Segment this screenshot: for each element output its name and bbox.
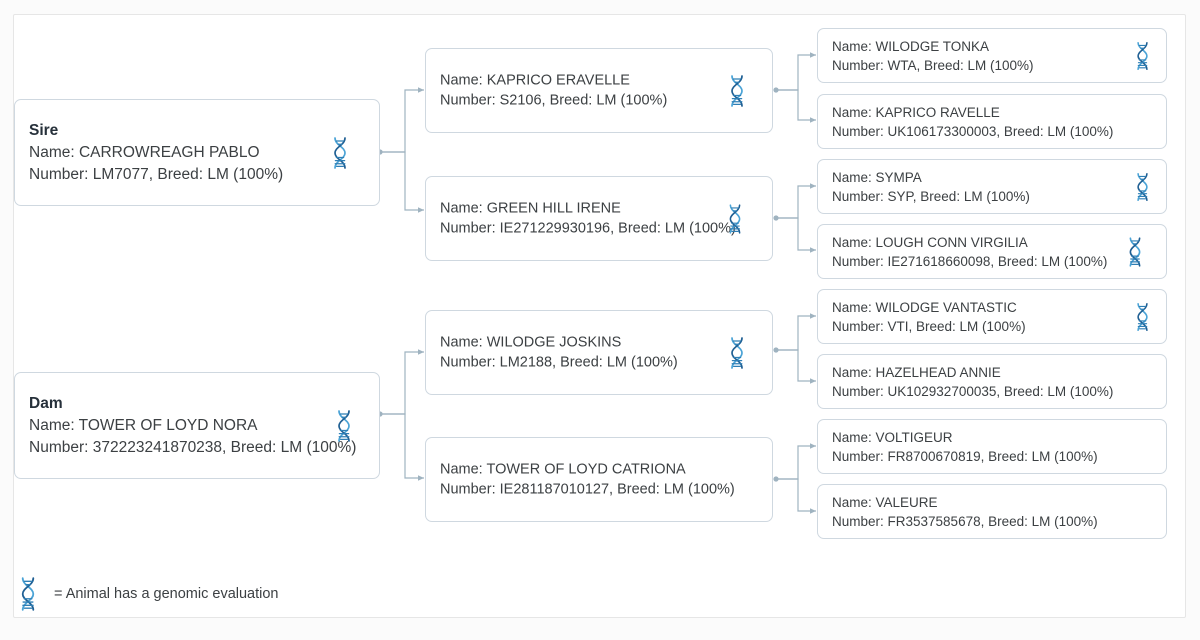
node-number-line: Number: S2106, Breed: LM (100%) — [440, 92, 668, 109]
pedigree-node-dam-sire[interactable]: Name: WILODGE JOSKINS Number: LM2188, Br… — [425, 310, 773, 395]
node-text: Name: WILODGE JOSKINS Number: LM2188, Br… — [440, 332, 678, 373]
node-name-line: Name: TOWER OF LOYD NORA — [29, 416, 258, 434]
node-text: Sire Name: CARROWREAGH PABLO Number: LM7… — [29, 120, 283, 186]
node-text: Name: HAZELHEAD ANNIE Number: UK10293270… — [832, 362, 1113, 400]
node-text: Name: LOUGH CONN VIRGILIA Number: IE2716… — [832, 232, 1107, 270]
dna-helix-icon — [1129, 237, 1141, 267]
pedigree-node-dam-dam[interactable]: Name: TOWER OF LOYD CATRIONA Number: IE2… — [425, 437, 773, 522]
node-number-line: Number: SYP, Breed: LM (100%) — [832, 188, 1030, 204]
dna-helix-icon — [334, 136, 346, 169]
node-name-line: Name: VOLTIGEUR — [832, 429, 953, 445]
pedigree-node-ds-dam[interactable]: Name: HAZELHEAD ANNIE Number: UK10293270… — [817, 354, 1167, 409]
node-number-line: Number: UK102932700035, Breed: LM (100%) — [832, 383, 1114, 399]
node-name-line: Name: HAZELHEAD ANNIE — [832, 364, 1001, 380]
pedigree-node-sire-sire[interactable]: Name: KAPRICO ERAVELLE Number: S2106, Br… — [425, 48, 773, 133]
pedigree-node-sire-dam[interactable]: Name: GREEN HILL IRENE Number: IE2712299… — [425, 176, 773, 261]
node-text: Name: TOWER OF LOYD CATRIONA Number: IE2… — [440, 459, 735, 500]
node-name-line: Name: CARROWREAGH PABLO — [29, 143, 260, 161]
node-role-label: Dam — [29, 394, 63, 412]
pedigree-node-sd-sire[interactable]: Name: SYMPA Number: SYP, Breed: LM (100%… — [817, 159, 1167, 214]
node-name-line: Name: SYMPA — [832, 169, 922, 185]
node-role-label: Sire — [29, 121, 59, 139]
dna-helix-icon — [1137, 41, 1148, 70]
node-number-line: Number: LM7077, Breed: LM (100%) — [29, 165, 284, 183]
node-text: Name: VALEURE Number: FR3537585678, Bree… — [832, 492, 1098, 530]
pedigree-node-dam[interactable]: Dam Name: TOWER OF LOYD NORA Number: 372… — [14, 372, 380, 479]
pedigree-node-ds-sire[interactable]: Name: WILODGE VANTASTIC Number: VTI, Bre… — [817, 289, 1167, 344]
node-name-line: Name: WILODGE VANTASTIC — [832, 299, 1017, 315]
node-name-line: Name: KAPRICO RAVELLE — [832, 104, 1000, 120]
node-name-line: Name: WILODGE TONKA — [832, 38, 990, 54]
dna-helix-icon — [1137, 172, 1148, 201]
pedigree-node-sd-dam[interactable]: Name: LOUGH CONN VIRGILIA Number: IE2716… — [817, 224, 1167, 279]
dna-helix-icon — [731, 74, 743, 107]
node-text: Name: WILODGE VANTASTIC Number: VTI, Bre… — [832, 297, 1026, 335]
node-text: Name: SYMPA Number: SYP, Breed: LM (100%… — [832, 167, 1030, 205]
pedigree-node-ss-dam[interactable]: Name: KAPRICO RAVELLE Number: UK10617330… — [817, 94, 1167, 149]
pedigree-node-sire[interactable]: Sire Name: CARROWREAGH PABLO Number: LM7… — [14, 99, 380, 206]
node-number-line: Number: FR8700670819, Breed: LM (100%) — [832, 448, 1098, 464]
node-text: Name: WILODGE TONKA Number: WTA, Breed: … — [832, 36, 1034, 74]
node-name-line: Name: GREEN HILL IRENE — [440, 199, 621, 216]
node-text: Name: KAPRICO RAVELLE Number: UK10617330… — [832, 102, 1113, 140]
node-name-line: Name: TOWER OF LOYD CATRIONA — [440, 460, 686, 477]
pedigree-node-dd-sire[interactable]: Name: VOLTIGEUR Number: FR8700670819, Br… — [817, 419, 1167, 474]
node-number-line: Number: LM2188, Breed: LM (100%) — [440, 354, 678, 371]
pedigree-node-dd-dam[interactable]: Name: VALEURE Number: FR3537585678, Bree… — [817, 484, 1167, 539]
dna-helix-icon — [1137, 302, 1148, 331]
node-number-line: Number: IE281187010127, Breed: LM (100%) — [440, 481, 735, 498]
node-text: Name: KAPRICO ERAVELLE Number: S2106, Br… — [440, 70, 667, 111]
node-number-line: Number: IE271618660098, Breed: LM (100%) — [832, 253, 1108, 269]
pedigree-node-ss-sire[interactable]: Name: WILODGE TONKA Number: WTA, Breed: … — [817, 28, 1167, 83]
node-number-line: Number: 372223241870238, Breed: LM (100%… — [29, 438, 357, 456]
node-number-line: Number: UK106173300003, Breed: LM (100%) — [832, 123, 1114, 139]
node-name-line: Name: KAPRICO ERAVELLE — [440, 71, 630, 88]
node-number-line: Number: IE271229930196, Breed: LM (100%) — [440, 220, 736, 237]
legend-icon-wrap — [14, 576, 42, 612]
node-name-line: Name: WILODGE JOSKINS — [440, 333, 622, 350]
dna-helix-icon — [21, 577, 35, 611]
legend-label: = Animal has a genomic evaluation — [54, 586, 279, 602]
node-number-line: Number: FR3537585678, Breed: LM (100%) — [832, 513, 1098, 529]
node-number-line: Number: WTA, Breed: LM (100%) — [832, 57, 1034, 73]
node-text: Name: GREEN HILL IRENE Number: IE2712299… — [440, 198, 736, 239]
node-number-line: Number: VTI, Breed: LM (100%) — [832, 318, 1026, 334]
dna-helix-icon — [731, 336, 743, 369]
legend: = Animal has a genomic evaluation — [14, 574, 279, 614]
node-name-line: Name: VALEURE — [832, 494, 938, 510]
node-text: Dam Name: TOWER OF LOYD NORA Number: 372… — [29, 393, 356, 459]
node-name-line: Name: LOUGH CONN VIRGILIA — [832, 234, 1028, 250]
node-text: Name: VOLTIGEUR Number: FR8700670819, Br… — [832, 427, 1098, 465]
